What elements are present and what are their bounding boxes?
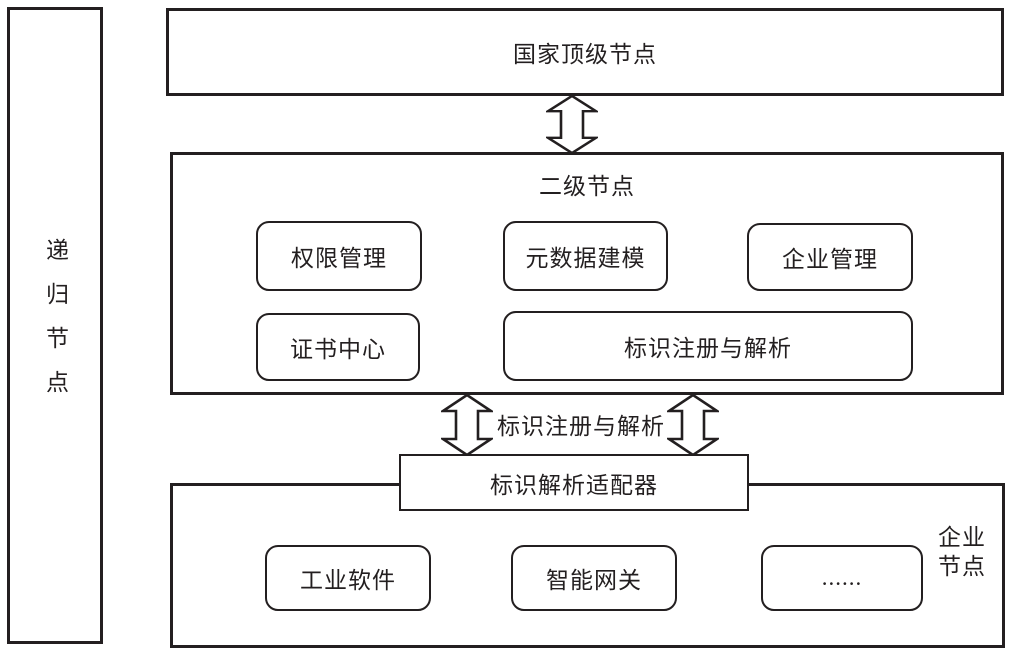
module-metadata-modeling: 元数据建模 <box>503 221 668 291</box>
secondary-node-box: 二级节点 权限管理 元数据建模 企业管理 证书中心 标识注册与解析 <box>170 152 1004 395</box>
module-label: 权限管理 <box>291 246 387 271</box>
module-label: 证书中心 <box>290 337 386 362</box>
adapter-box: 标识解析适配器 <box>399 454 749 511</box>
module-label: ...... <box>821 565 863 590</box>
module-label: 企业管理 <box>782 247 878 272</box>
module-label: 工业软件 <box>300 568 396 593</box>
double-arrow-left-icon <box>441 394 493 456</box>
module-industrial-software: 工业软件 <box>265 545 431 611</box>
double-arrow-top-icon <box>546 95 598 154</box>
module-label: 智能网关 <box>546 568 642 593</box>
recursive-node-label: 递归节点 <box>42 237 68 414</box>
module-smart-gateway: 智能网关 <box>511 545 677 611</box>
secondary-node-title: 二级节点 <box>539 174 635 199</box>
module-enterprise-management: 企业管理 <box>747 223 913 291</box>
module-id-registration-resolution: 标识注册与解析 <box>503 311 913 381</box>
module-certificate-center: 证书中心 <box>256 313 420 381</box>
double-arrow-right-icon <box>667 394 719 456</box>
national-top-node-box: 国家顶级节点 <box>166 8 1004 96</box>
module-permission-management: 权限管理 <box>256 221 422 291</box>
recursive-node-box: 递归节点 <box>7 7 103 644</box>
adapter-label: 标识解析适配器 <box>490 472 658 498</box>
national-top-node-label: 国家顶级节点 <box>513 42 657 67</box>
link-label: 标识注册与解析 <box>497 414 665 439</box>
module-label: 标识注册与解析 <box>624 336 792 361</box>
module-ellipsis: ...... <box>761 545 923 611</box>
module-label: 元数据建模 <box>525 246 646 271</box>
enterprise-node-title: 企业节点 <box>938 525 986 579</box>
